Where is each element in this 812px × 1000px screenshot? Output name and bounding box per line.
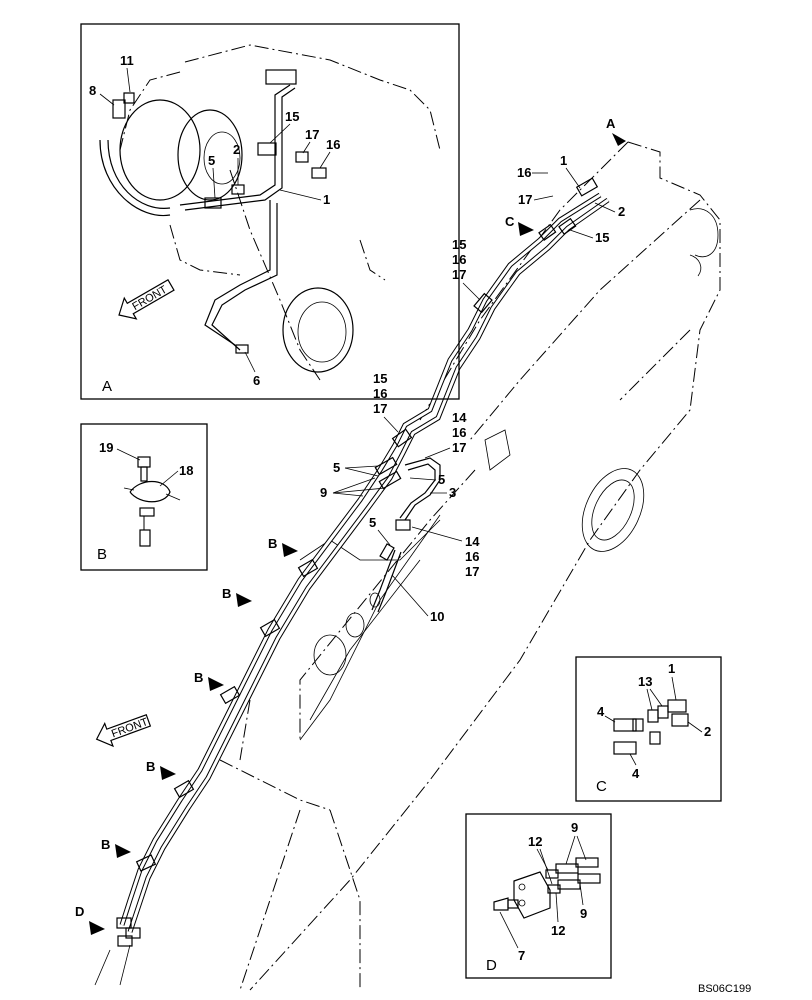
detail-view-D: 12 9 12 9 7 D [465, 813, 612, 979]
arrow-C-label: C [505, 214, 515, 229]
label-17: 17 [373, 401, 387, 416]
label-8: 8 [89, 83, 96, 98]
view-D-arrow-icon [89, 921, 105, 935]
label-3: 3 [449, 485, 456, 500]
label-19: 19 [99, 440, 113, 455]
label-2: 2 [618, 204, 625, 219]
view-D-caption: D [486, 957, 497, 974]
label-4: 4 [632, 766, 640, 781]
label-17: 17 [465, 564, 479, 579]
label-1: 1 [668, 661, 675, 676]
label-15: 15 [373, 371, 387, 386]
label-4: 4 [597, 704, 605, 719]
svg-text:FRONT: FRONT [110, 716, 150, 740]
label-2: 2 [233, 142, 240, 157]
label-13: 13 [638, 674, 652, 689]
label-16: 16 [465, 549, 479, 564]
view-A-caption: A [102, 378, 112, 395]
label-1: 1 [560, 153, 567, 168]
label-17: 17 [518, 192, 532, 207]
label-14: 14 [452, 410, 467, 425]
svg-text:FRONT: FRONT [130, 284, 169, 313]
label-11: 11 [120, 53, 134, 68]
label-10: 10 [430, 609, 444, 624]
view-B-arrow-icon [115, 844, 131, 858]
arrow-B-label: B [268, 536, 277, 551]
detail-view-B: 19 18 B [80, 423, 208, 571]
arrow-B-label: B [146, 759, 155, 774]
view-B-arrow-icon [282, 543, 298, 557]
arrow-A-label: A [606, 116, 616, 131]
label-17: 17 [452, 440, 466, 455]
label-9: 9 [580, 906, 587, 921]
label-2: 2 [704, 724, 711, 739]
label-6: 6 [253, 373, 260, 388]
view-B-caption: B [97, 546, 107, 563]
arrow-B-label: B [101, 837, 110, 852]
view-C-caption: C [596, 778, 607, 795]
label-5: 5 [438, 472, 445, 487]
label-16: 16 [452, 425, 466, 440]
label-15: 15 [285, 109, 299, 124]
label-5: 5 [369, 515, 376, 530]
label-15: 15 [595, 230, 609, 245]
label-7: 7 [518, 948, 525, 963]
front-arrow-icon: FRONT [95, 714, 152, 748]
boom-outline [219, 141, 721, 991]
main-labels: A 16 1 17 2 15 C 15 16 17 15 16 17 14 16… [75, 116, 751, 995]
label-14: 14 [465, 534, 480, 549]
label-12: 12 [528, 834, 542, 849]
label-1: 1 [323, 192, 330, 207]
view-B-arrow-icon [208, 677, 224, 691]
label-16: 16 [517, 165, 531, 180]
label-9: 9 [571, 820, 578, 835]
arrow-B-label: B [194, 670, 203, 685]
label-5: 5 [333, 460, 340, 475]
label-5: 5 [208, 153, 215, 168]
drawing-code: BS06C199 [698, 983, 751, 995]
view-A-arrow-icon [612, 133, 626, 146]
label-17: 17 [305, 127, 319, 142]
detail-view-C: 1 13 4 2 4 C [575, 656, 722, 802]
main-pipe-route [94, 177, 610, 986]
label-9: 9 [320, 485, 327, 500]
front-arrow-icon: FRONT [118, 278, 175, 320]
arrow-B-label: B [222, 586, 231, 601]
arrow-D-label: D [75, 904, 84, 919]
label-16: 16 [373, 386, 387, 401]
view-B-arrow-icon [236, 593, 252, 607]
view-C-arrow-icon [518, 222, 534, 236]
label-18: 18 [179, 463, 193, 478]
label-12: 12 [551, 923, 565, 938]
detail-view-A: 11 8 15 17 16 2 5 1 6 FRONT A [80, 23, 460, 400]
view-B-arrow-icon [160, 766, 176, 780]
label-16: 16 [326, 137, 340, 152]
